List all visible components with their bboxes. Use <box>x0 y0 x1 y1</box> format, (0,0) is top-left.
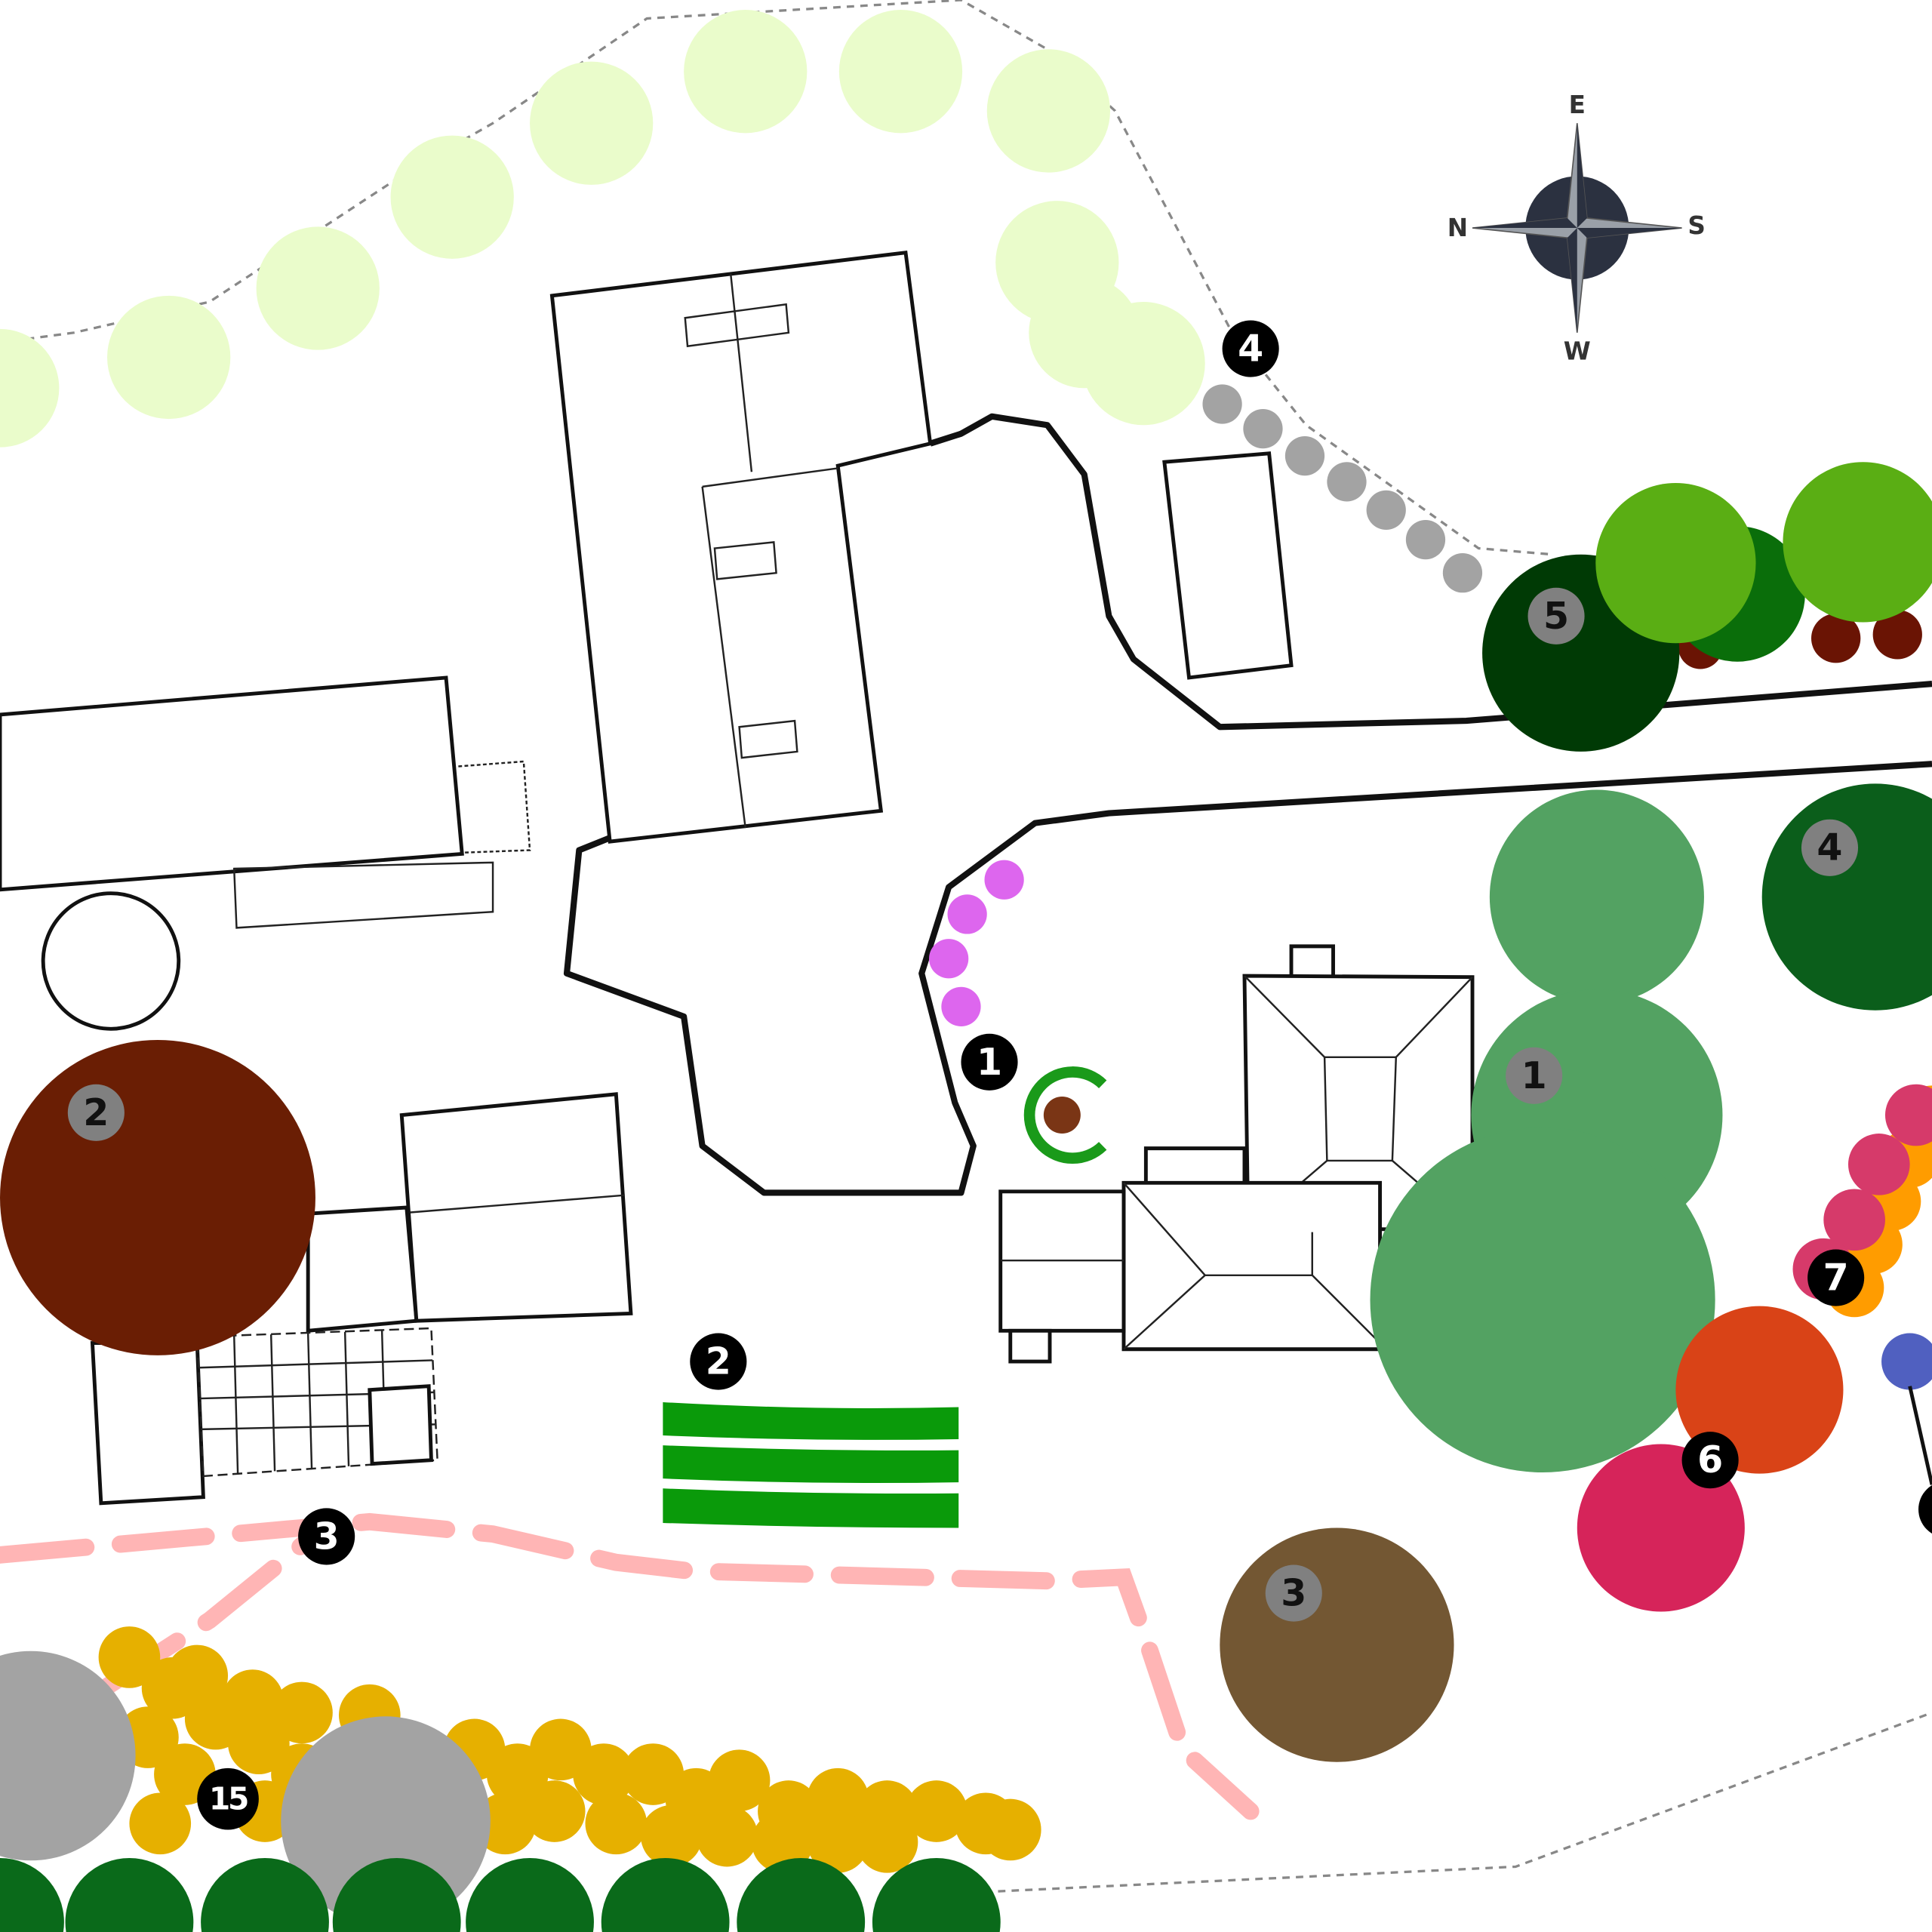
gold-shrub <box>856 1811 918 1873</box>
compass-south: S <box>1687 211 1706 240</box>
dark-green-tree-row <box>0 1858 1001 1932</box>
svg-text:15: 15 <box>209 1781 248 1817</box>
svg-text:5: 5 <box>1543 595 1569 638</box>
greenhouse-grid <box>195 1327 438 1478</box>
svg-text:3: 3 <box>1281 1572 1306 1615</box>
svg-text:2: 2 <box>706 1340 731 1383</box>
tree-4 <box>1761 783 1932 1011</box>
svg-text:1: 1 <box>1521 1054 1547 1097</box>
gold-shrub <box>751 1811 814 1873</box>
gold-shrub <box>129 1792 192 1855</box>
gold-shrub <box>708 1749 771 1811</box>
gold-shrub <box>221 1669 284 1731</box>
grey-shrub-row <box>1202 384 1483 593</box>
outbuilding-lower-left <box>90 1092 633 1506</box>
tree-2 <box>0 1039 315 1355</box>
marker-black-4: 4 <box>1222 320 1279 377</box>
gold-shrub <box>98 1626 161 1688</box>
marker-black-6: 6 <box>1681 1432 1739 1489</box>
marker-grey-5: 5 <box>1527 587 1585 645</box>
gold-shrub <box>640 1804 703 1867</box>
property-boundary-bottom <box>998 1711 1932 1893</box>
compass-west: W <box>1564 337 1591 365</box>
marker-grey-4: 4 <box>1801 819 1859 876</box>
gold-shrub-bed <box>98 1626 1041 1873</box>
gold-shrub <box>807 1767 869 1830</box>
marker-black-3: 3 <box>298 1508 355 1565</box>
svg-text:4: 4 <box>1238 328 1263 371</box>
marker-black-15: 15 <box>197 1767 259 1830</box>
shed-building <box>1162 451 1294 680</box>
marker-black-8: 8 <box>1918 1484 1932 1534</box>
gold-shrub <box>474 1792 537 1855</box>
specimen-feature <box>1023 1066 1107 1164</box>
round-feature <box>41 891 181 1031</box>
tree-3 <box>1220 1527 1454 1762</box>
marker-grey-1: 1 <box>1506 1047 1563 1104</box>
marker-black-2: 2 <box>690 1333 747 1390</box>
house-building <box>998 944 1475 1364</box>
svg-text:2: 2 <box>83 1091 109 1134</box>
svg-text:7: 7 <box>1823 1257 1849 1300</box>
long-building-left <box>0 675 531 929</box>
compass-east: E <box>1569 91 1586 119</box>
compass-rose: E W N S <box>1447 91 1706 366</box>
svg-text:1: 1 <box>977 1041 1002 1084</box>
barn-building <box>549 250 933 844</box>
flower-row-purple <box>929 860 1024 1026</box>
marker-grey-3: 3 <box>1265 1564 1322 1622</box>
marker-black-1: 1 <box>961 1033 1018 1091</box>
svg-text:6: 6 <box>1697 1438 1723 1481</box>
svg-text:3: 3 <box>314 1515 340 1558</box>
marker-grey-2: 2 <box>67 1084 125 1141</box>
shrub-orange-red <box>1675 1306 1844 1474</box>
marker-black-7: 7 <box>1807 1249 1865 1306</box>
gold-shrub <box>979 1798 1041 1861</box>
gold-shrub <box>906 1780 968 1842</box>
gold-shrub <box>166 1644 229 1707</box>
svg-text:4: 4 <box>1817 826 1842 869</box>
gold-shrub <box>573 1743 635 1805</box>
shrub-blue <box>1881 1333 1932 1390</box>
leader-line-8 <box>1908 1386 1932 1485</box>
hedge-light-green <box>0 10 1205 448</box>
gold-shrub <box>585 1792 648 1855</box>
gold-shrub <box>696 1804 758 1867</box>
gold-shrub <box>271 1681 333 1744</box>
driveway-lower <box>563 761 1932 1196</box>
gold-shrub <box>807 1811 869 1873</box>
gold-shrub <box>523 1780 586 1842</box>
vegetable-stripes <box>663 1401 959 1528</box>
driveway-upper <box>929 413 1932 731</box>
compass-north: N <box>1447 214 1468 242</box>
